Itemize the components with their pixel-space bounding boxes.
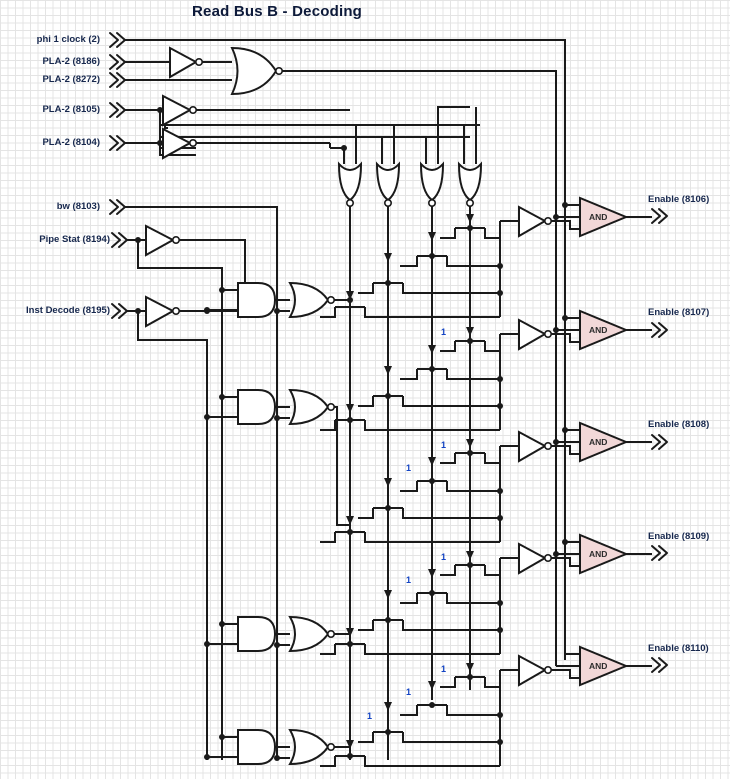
input-label-pla2-8272: PLA-2 (8272): [42, 74, 100, 85]
and-gate-label-4: AND: [589, 549, 608, 559]
one-marker-3: 1: [406, 463, 412, 473]
diagram-title: Read Bus B - Decoding: [192, 3, 363, 20]
nor-gates-left-column: [275, 281, 350, 766]
input-label-pla2-8186: PLA-2 (8186): [42, 56, 100, 67]
input-label-pla2-8104: PLA-2 (8104): [42, 137, 100, 148]
one-marker-2: 1: [441, 440, 447, 450]
output-port-chevrons: [651, 208, 668, 673]
output-label-enable-8110: Enable (8110): [648, 643, 709, 654]
nor-gate-top: [230, 46, 283, 96]
and-output-gates[interactable]: [579, 196, 629, 687]
input-label-bw-8103: bw (8103): [56, 201, 100, 212]
nor-gates-vertical: [329, 106, 483, 208]
wire-junction-dots: [135, 107, 568, 761]
top-section-wires: [125, 39, 566, 258]
transistor-ladder-row-1: [320, 220, 519, 318]
input-label-inst-decode-8195: Inst Decode (8195): [26, 305, 110, 316]
one-marker-8: 1: [367, 711, 373, 721]
and-gate-label-5: AND: [589, 661, 608, 671]
nor-output-vertical-buses: [346, 206, 474, 760]
input-label-pla2-8105: PLA-2 (8105): [42, 104, 100, 115]
input-label-pipe-stat-8194: Pipe Stat (8194): [39, 234, 110, 245]
one-marker-4: 1: [441, 552, 447, 562]
one-marker-1: 1: [441, 327, 447, 337]
one-marker-5: 1: [406, 575, 412, 585]
input-port-chevrons: [109, 32, 128, 319]
output-label-enable-8108: Enable (8108): [648, 419, 710, 430]
output-label-enable-8106: Enable (8106): [648, 194, 710, 205]
input-label-phi1-clock: phi 1 clock (2): [36, 34, 100, 45]
and-gates-left-column: [207, 282, 277, 765]
and-gate-io-wires: [551, 204, 652, 679]
inverter-gates: [145, 46, 552, 687]
output-label-enable-8107: Enable (8107): [648, 307, 710, 318]
output-label-enable-8109: Enable (8109): [648, 531, 710, 542]
one-marker-7: 1: [406, 687, 412, 697]
transistor-ladder-row-2: [320, 333, 519, 431]
left-input-routing: [125, 206, 278, 760]
and-gate-label-1: AND: [589, 212, 608, 222]
and-gate-label-2: AND: [589, 325, 608, 335]
and-gate-label-3: AND: [589, 437, 608, 447]
one-marker-6: 1: [441, 664, 447, 674]
